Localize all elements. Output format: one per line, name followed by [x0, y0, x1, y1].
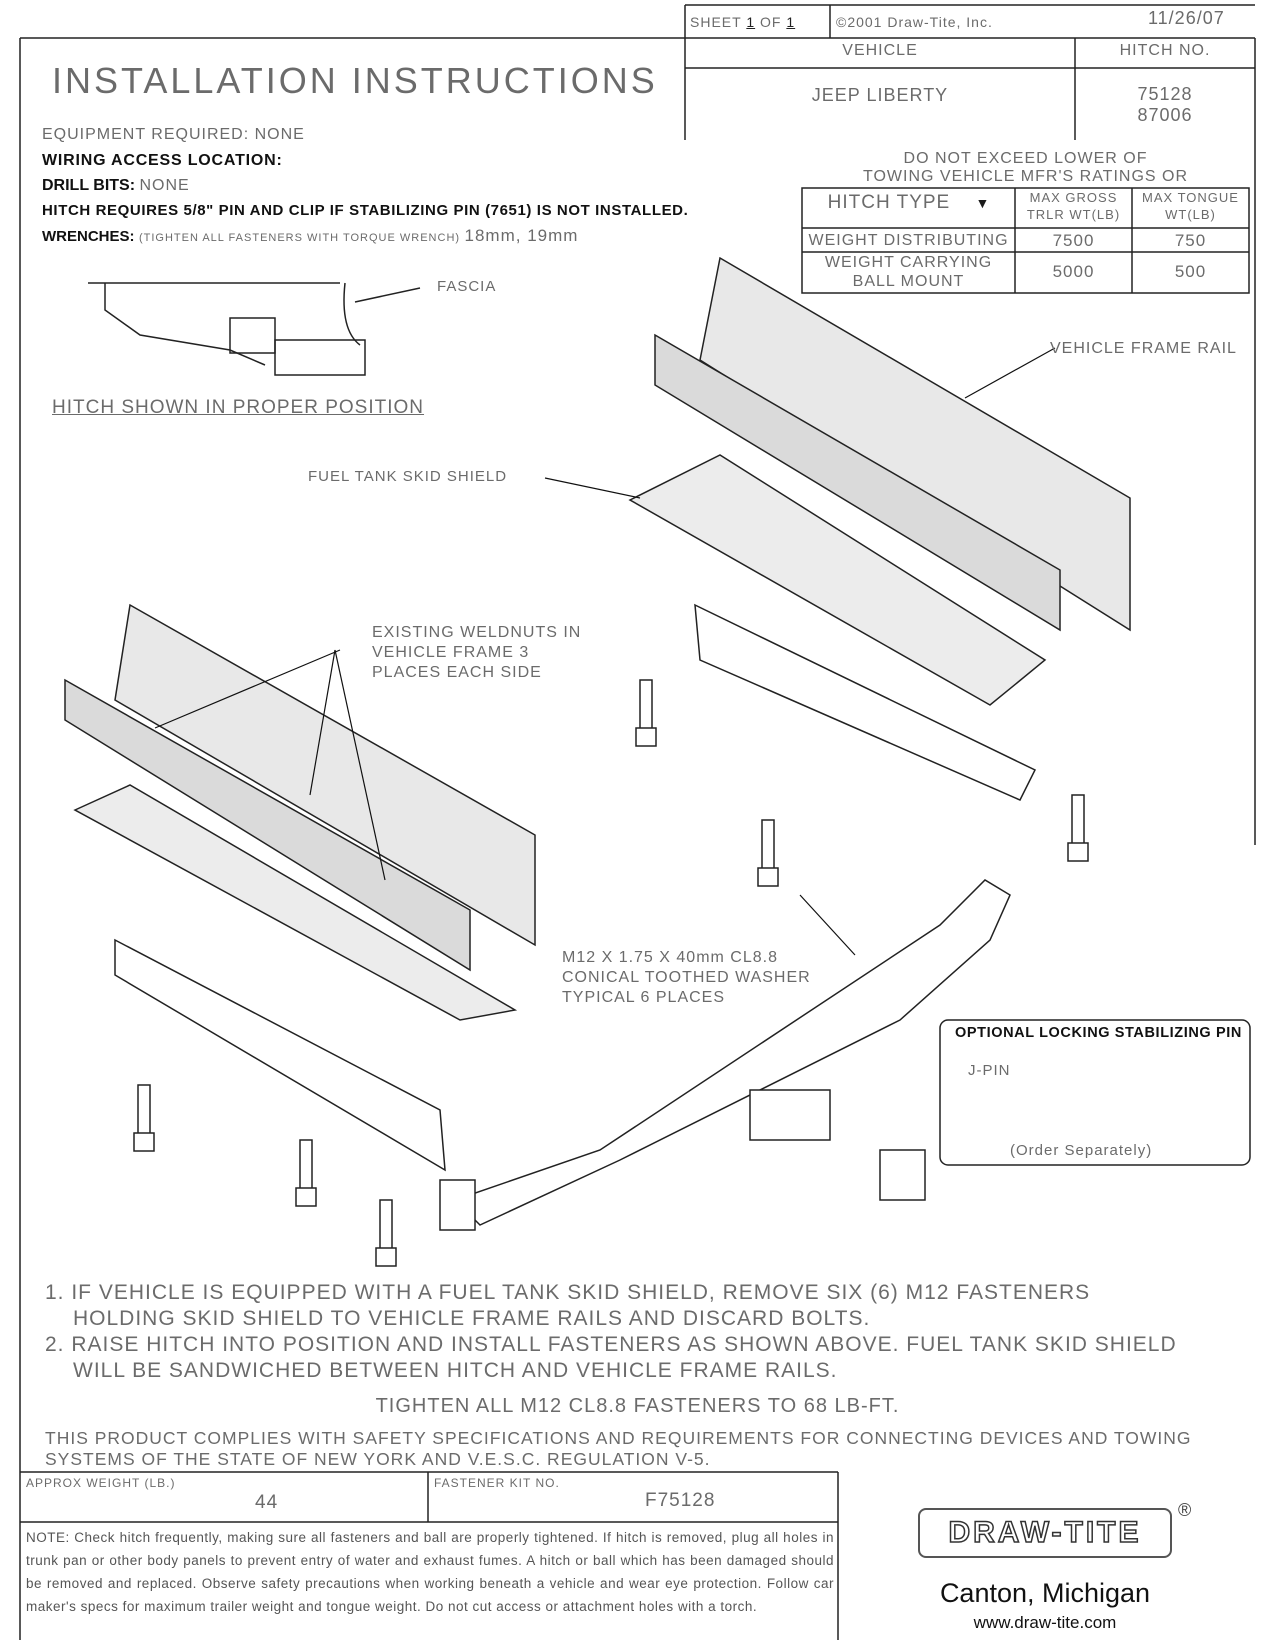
- pin-clip-requirement: HITCH REQUIRES 5/8" PIN AND CLIP IF STAB…: [42, 202, 689, 219]
- label-order-separately: (Order Separately): [1010, 1142, 1153, 1159]
- compliance-line-1: THIS PRODUCT COMPLIES WITH SAFETY SPECIF…: [45, 1428, 1192, 1448]
- sheet-num: 1: [746, 14, 756, 30]
- company-url[interactable]: www.draw-tite.com: [973, 1613, 1117, 1632]
- col-tongue-2: WT(LB): [1165, 207, 1216, 222]
- compliance-line-2: SYSTEMS OF THE STATE OF NEW YORK AND V.E…: [45, 1449, 711, 1469]
- step-2-line-1: 2. RAISE HITCH INTO POSITION AND INSTALL…: [45, 1333, 1177, 1356]
- left-frame-rail: [64, 603, 536, 972]
- step-2-line-2: WILL BE SANDWICHED BETWEEN HITCH AND VEH…: [73, 1359, 838, 1382]
- label-fastener-1: M12 X 1.75 X 40mm CL8.8: [562, 949, 778, 966]
- hitch-no-header: HITCH NO.: [1119, 42, 1211, 59]
- safety-note: NOTE: Check hitch frequently, making sur…: [26, 1530, 834, 1614]
- equipment-required: EQUIPMENT REQUIRED: NONE: [42, 126, 305, 143]
- label-weldnuts-2: VEHICLE FRAME 3: [372, 644, 530, 661]
- drill-bits: DRILL BITS: NONE: [42, 177, 190, 195]
- page-title: INSTALLATION INSTRUCTIONS: [52, 60, 658, 101]
- sheet-label: SHEET: [690, 14, 742, 30]
- torque-spec: TIGHTEN ALL M12 CL8.8 FASTENERS TO 68 LB…: [375, 1395, 900, 1417]
- label-fastener-2: CONICAL TOOTHED WASHER: [562, 969, 811, 986]
- col-tongue-1: MAX TONGUE: [1142, 190, 1239, 205]
- hitch-number-1: 75128: [1137, 84, 1193, 104]
- label-fascia: FASCIA: [437, 278, 497, 295]
- fastener-kit-label: FASTENER KIT NO.: [434, 1476, 560, 1490]
- label-weldnuts-3: PLACES EACH SIDE: [372, 664, 542, 681]
- col-hitch-type: HITCH TYPE ▼: [802, 192, 1015, 214]
- col-gross-2: TRLR WT(LB): [1026, 207, 1121, 222]
- approx-weight-label: APPROX WEIGHT (LB.): [26, 1476, 176, 1490]
- copyright: ©2001 Draw-Tite, Inc.: [836, 14, 993, 30]
- label-skid-shield: FUEL TANK SKID SHIELD: [308, 468, 508, 485]
- label-weldnuts: EXISTING WELDNUTS IN VEHICLE FRAME 3 PLA…: [372, 623, 581, 683]
- triangle-down-icon: ▼: [975, 195, 990, 211]
- optional-pin-title: OPTIONAL LOCKING STABILIZING PIN: [955, 1025, 1242, 1041]
- leader-lines: [154, 347, 1056, 956]
- of-label: OF: [760, 14, 782, 30]
- col-gross-1: MAX GROSS: [1029, 190, 1118, 205]
- row-1-gross: 7500: [1052, 231, 1095, 250]
- hitch-number-2: 87006: [1137, 105, 1193, 125]
- left-skid-shield: [73, 784, 518, 1021]
- ratings-note-2: TOWING VEHICLE MFR'S RATINGS OR: [862, 168, 1189, 185]
- vehicle-header: VEHICLE: [842, 42, 918, 59]
- row-2-tongue: 500: [1174, 262, 1207, 281]
- label-fasteners: M12 X 1.75 X 40mm CL8.8 CONICAL TOOTHED …: [562, 948, 811, 1008]
- label-jpin: J-PIN: [968, 1062, 1011, 1079]
- wrenches: WRENCHES: (TIGHTEN ALL FASTENERS WITH TO…: [42, 226, 578, 246]
- draw-tite-logo: DRAW-TITE: [918, 1508, 1172, 1558]
- row-1-tongue: 750: [1174, 231, 1207, 250]
- company-city: Canton, Michigan: [939, 1578, 1151, 1608]
- label-weldnuts-1: EXISTING WELDNUTS IN: [372, 624, 582, 641]
- row-1-type: WEIGHT DISTRIBUTING: [808, 232, 1009, 249]
- right-frame-rail: [654, 256, 1131, 632]
- installation-steps: 1. IF VEHICLE IS EQUIPPED WITH A FUEL TA…: [45, 1280, 1177, 1384]
- ratings-note-1: DO NOT EXCEED LOWER OF: [903, 150, 1148, 167]
- fastener-kit-value: F75128: [645, 1490, 716, 1511]
- label-proper-position: HITCH SHOWN IN PROPER POSITION: [52, 397, 425, 418]
- brand-text: DRAW-TITE: [948, 1515, 1142, 1550]
- label-frame-rail: VEHICLE FRAME RAIL: [1050, 340, 1237, 357]
- step-1-line-1: 1. IF VEHICLE IS EQUIPPED WITH A FUEL TA…: [45, 1281, 1091, 1304]
- drill-bits-label: DRILL BITS:: [42, 177, 136, 194]
- row-2-type: WEIGHT CARRYING: [824, 254, 993, 271]
- vehicle-name: JEEP LIBERTY: [811, 85, 949, 105]
- sheet-total: 1: [786, 14, 796, 30]
- hitch-position-sketch: [88, 282, 421, 376]
- hitch-body: [114, 603, 1037, 1231]
- wiring-access: WIRING ACCESS LOCATION:: [42, 152, 283, 169]
- col-hitch-type-label: HITCH TYPE: [827, 192, 951, 213]
- bolts: [133, 679, 1089, 1267]
- registered-mark: ®: [1178, 1500, 1192, 1520]
- compliance: THIS PRODUCT COMPLIES WITH SAFETY SPECIF…: [45, 1428, 1192, 1470]
- wrenches-value: 18mm, 19mm: [464, 226, 579, 245]
- approx-weight-value: 44: [255, 1492, 279, 1513]
- wrenches-label: WRENCHES:: [42, 228, 135, 245]
- sheet-number: SHEET 1 OF 1: [690, 14, 795, 30]
- label-fastener-3: TYPICAL 6 PLACES: [562, 989, 726, 1006]
- drill-bits-value: NONE: [139, 177, 190, 194]
- right-skid-shield: [628, 454, 1047, 706]
- revision-date: 11/26/07: [1148, 8, 1225, 28]
- step-1-line-2: HOLDING SKID SHIELD TO VEHICLE FRAME RAI…: [73, 1307, 871, 1330]
- row-2-gross: 5000: [1052, 262, 1095, 281]
- wrenches-note: (TIGHTEN ALL FASTENERS WITH TORQUE WRENC…: [138, 232, 461, 244]
- row-2-type-line2: BALL MOUNT: [852, 273, 965, 290]
